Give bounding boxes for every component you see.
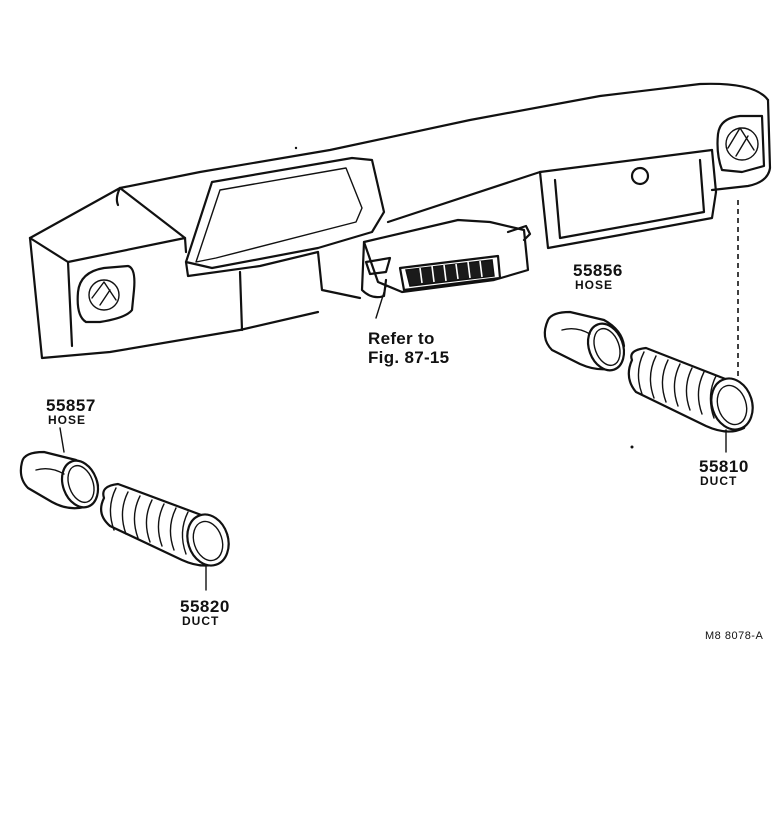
speck [294,146,298,150]
part-number-55857: 55857 [46,396,96,415]
part-name-hose: HOSE [48,413,87,427]
reference-line-1: Refer to [368,329,435,348]
instrument-panel [28,82,772,360]
reference-line-2: Fig. 87-15 [368,348,450,367]
part-name-duct: DUCT [182,614,220,628]
duct-55810 [627,346,754,453]
part-name-duct: DUCT [700,474,738,488]
hose-55857 [19,427,100,510]
hose-55856 [543,310,626,372]
part-number-55810: 55810 [699,457,749,476]
duct-55820 [99,482,230,591]
part-name-hose: HOSE [575,278,614,292]
reference-leader [375,285,387,319]
part-number-55820: 55820 [180,597,230,616]
vent-louvers [419,260,483,284]
drawing-code: M8 8078-A [705,630,764,642]
speck [630,445,634,449]
part-number-55856: 55856 [573,261,623,280]
